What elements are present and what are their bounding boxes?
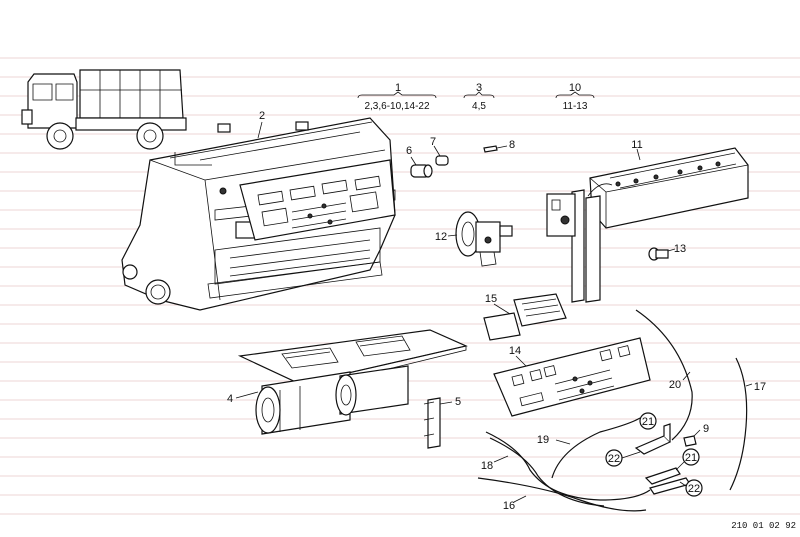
group-number-1: 1 (395, 82, 401, 94)
callout-circle-21a (639, 412, 657, 430)
part-label-20: 20 (669, 379, 681, 391)
part-label-9: 9 (703, 423, 709, 435)
leader-line-17 (745, 383, 753, 387)
group-header-3: 3 4,5 (463, 82, 495, 112)
clip-group-21-22 (634, 423, 697, 495)
cable-part-17 (729, 357, 748, 491)
leader-line-4 (235, 391, 259, 399)
leader-line-14 (515, 355, 527, 367)
cable-part-16 (477, 477, 647, 512)
part-label-19: 19 (537, 434, 549, 446)
leader-line-5 (439, 401, 453, 405)
part-label-12: 12 (435, 231, 447, 243)
cable-part-18 (485, 431, 651, 501)
part-label-21a: 21 (642, 416, 654, 428)
blower-assembly-part-4 (237, 329, 468, 435)
leader-line-22a (621, 451, 641, 459)
part-label-8: 8 (509, 139, 515, 151)
cable-part-19 (551, 417, 641, 479)
cable-part-18-second (489, 437, 605, 507)
group-header-10: 10 11-13 (555, 82, 595, 112)
auxiliary-heater-unit (546, 147, 749, 303)
group-members-10: 11-13 (563, 101, 588, 112)
leader-line-8 (496, 145, 508, 149)
group-members-1: 2,3,6-10,14-22 (364, 101, 429, 112)
group-members-3: 4,5 (472, 101, 486, 112)
screw-part-13 (648, 247, 669, 261)
part-label-4: 4 (227, 393, 233, 405)
leader-line-12 (447, 234, 458, 237)
part-label-6: 6 (406, 145, 412, 157)
rotary-switch-part-12 (455, 211, 513, 267)
bracket-part-5 (423, 397, 441, 449)
group-number-3: 3 (476, 82, 482, 94)
part-label-22b: 22 (688, 483, 700, 495)
drawing-code: 210 01 02 92 (731, 521, 796, 531)
cable-part-20 (635, 309, 693, 441)
callout-circle-22b (685, 479, 703, 497)
leader-line-2 (257, 121, 263, 139)
callout-circle-21b (682, 448, 700, 466)
leader-line-20 (682, 371, 691, 381)
part-label-22a: 22 (608, 453, 620, 465)
part-label-18: 18 (481, 460, 493, 472)
cap-part-7 (435, 155, 449, 166)
control-panel-plate-part-14 (493, 337, 651, 417)
part-label-16: 16 (503, 500, 515, 512)
leader-line-9 (693, 429, 701, 437)
part-label-2: 2 (259, 110, 265, 122)
knob-part-6 (410, 164, 433, 178)
part-label-14: 14 (509, 345, 521, 357)
part-label-17: 17 (754, 381, 766, 393)
group-header-1: 1 2,3,6-10,14-22 (357, 82, 437, 112)
housing-control-panel (239, 159, 396, 241)
leader-line-22b (679, 481, 687, 487)
part-label-21b: 21 (685, 452, 697, 464)
screw-part-8 (483, 145, 498, 153)
leader-line-11 (636, 148, 641, 161)
truck-illustration (21, 69, 187, 150)
leader-line-6 (410, 156, 417, 166)
leader-line-21b (675, 461, 685, 471)
part-label-13: 13 (674, 243, 686, 255)
vent-nozzle-part-15 (483, 293, 567, 341)
part-label-15: 15 (485, 293, 497, 305)
leader-line-19 (555, 439, 571, 445)
part-label-5: 5 (455, 396, 461, 408)
leader-line-18 (493, 455, 509, 463)
leader-line-13 (667, 248, 676, 252)
leader-line-15 (493, 303, 511, 315)
part-label-7: 7 (430, 136, 436, 148)
part-label-11: 11 (631, 139, 642, 151)
leader-line-16 (513, 495, 527, 503)
group-number-10: 10 (569, 82, 581, 94)
leader-line-7 (433, 145, 441, 157)
